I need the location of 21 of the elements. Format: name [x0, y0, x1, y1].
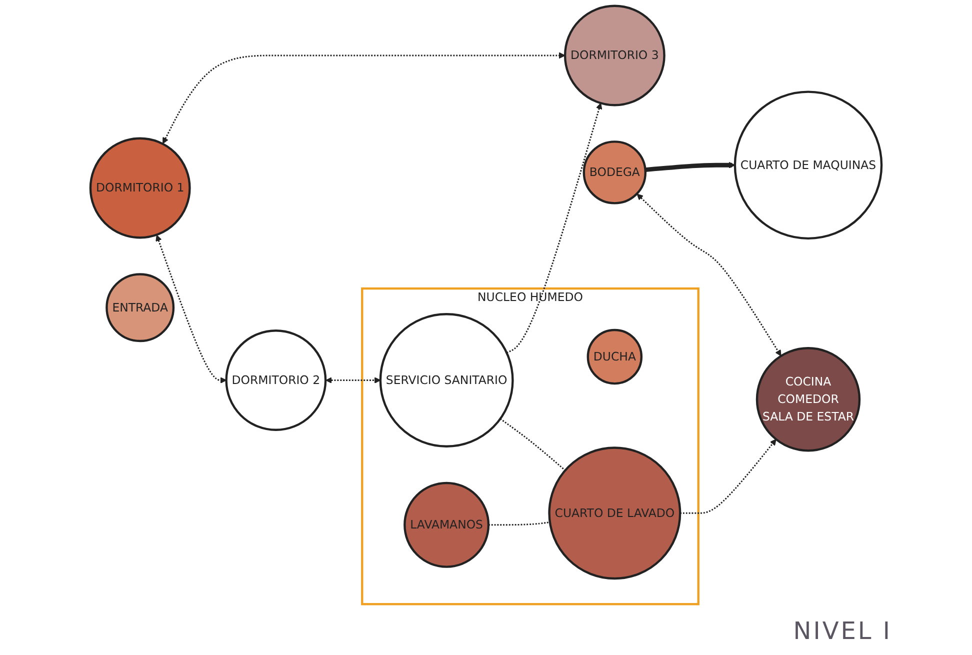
- node-circle: DORMITORIO 1: [89, 137, 191, 239]
- arrow: [162, 52, 566, 144]
- node-circle: ENTRADA: [106, 273, 175, 342]
- node-circle: DUCHA: [586, 328, 643, 385]
- arrow: [680, 439, 776, 514]
- node-circle: DORMITORIO 3: [564, 4, 666, 106]
- node-circle: CUARTO DE LAVADO: [548, 446, 682, 580]
- level-label: NIVEL I: [793, 617, 892, 645]
- node-circle: BODEGA: [582, 140, 647, 204]
- node-circle: SERVICIO SANITARIO: [379, 313, 514, 448]
- connector: [500, 418, 566, 471]
- node-circle: LAVAMANOS: [404, 482, 490, 568]
- arrow: [326, 377, 381, 384]
- arrow: [156, 234, 227, 384]
- connector: [488, 522, 550, 526]
- arrow: [506, 102, 602, 354]
- node-circle: CUARTO DE MAQUINAS: [734, 90, 883, 240]
- arrow: [645, 162, 736, 172]
- node-circle: DORMITORIO 2: [225, 330, 327, 431]
- node-circle: COCINA COMEDOR SALA DE ESTAR: [756, 347, 861, 452]
- arrow: [636, 194, 782, 356]
